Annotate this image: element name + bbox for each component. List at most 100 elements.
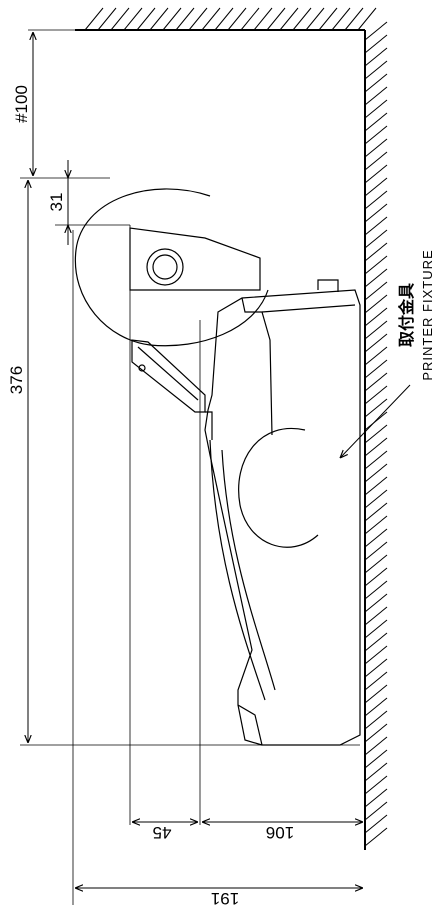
- hatch-line: [364, 125, 388, 145]
- hatch-line: [364, 138, 388, 158]
- hatch-line: [305, 7, 325, 31]
- hatch-line: [364, 86, 388, 106]
- hatch-line: [364, 203, 388, 223]
- hatch-line: [110, 7, 130, 31]
- hatch-line: [364, 177, 388, 197]
- paper-exit: [205, 411, 213, 440]
- chute-screw: [138, 364, 146, 372]
- hatch-line: [364, 554, 388, 574]
- hatch-line: [364, 437, 388, 457]
- hatch-line: [364, 515, 388, 535]
- hatch-line: [364, 398, 388, 418]
- fixture-leader: [340, 384, 411, 458]
- hatch-line: [364, 216, 388, 236]
- hatch-line: [253, 7, 273, 31]
- hatch-line: [364, 112, 388, 132]
- hatch-line: [364, 281, 388, 301]
- hatch-line: [149, 7, 169, 31]
- hatch-line: [344, 7, 364, 31]
- printer-housing: [204, 289, 361, 746]
- drum-curve-outer: [209, 439, 266, 701]
- hatch-line: [364, 814, 388, 834]
- hatch-line: [364, 151, 388, 171]
- drum-circle: [238, 427, 319, 548]
- top-knob: [317, 279, 339, 292]
- hatch-line: [364, 476, 388, 496]
- hatch-line: [364, 645, 388, 665]
- hatch-line: [364, 99, 388, 119]
- hatch-line: [364, 268, 388, 288]
- hatch-line: [364, 541, 388, 561]
- hatch-line: [364, 294, 388, 314]
- hatch-line: [364, 359, 388, 379]
- hatch-line: [364, 333, 388, 353]
- hatch-line: [364, 632, 388, 652]
- hatch-line: [201, 7, 221, 31]
- hatch-line: [364, 320, 388, 340]
- housing-front-line: [241, 297, 273, 436]
- dim-label-roll-offset: 31: [47, 193, 66, 212]
- hatch-line: [364, 749, 388, 769]
- hatch-line: [364, 619, 388, 639]
- hatch-line: [84, 7, 104, 31]
- hatch-line: [227, 7, 247, 31]
- hatch-line: [364, 73, 388, 93]
- hatch-line: [240, 7, 260, 31]
- hatch-line: [364, 606, 388, 626]
- hatch-line: [318, 7, 338, 31]
- hatch-line: [357, 7, 377, 31]
- hatch-line: [364, 21, 388, 41]
- hatch-line: [364, 528, 388, 548]
- hatch-line: [364, 580, 388, 600]
- hatch-line: [364, 385, 388, 405]
- hatch-line: [364, 450, 388, 470]
- printer-drawing: [74, 188, 361, 746]
- hatch-line: [364, 567, 388, 587]
- hatch-line: [364, 736, 388, 756]
- hatch-line: [364, 775, 388, 795]
- extension-lines: [20, 29, 360, 905]
- hatch-line: [188, 7, 208, 31]
- hatch-line: [97, 7, 117, 31]
- hatch-line: [175, 7, 195, 31]
- hatch-line: [266, 7, 286, 31]
- hatch-line: [364, 47, 388, 67]
- hatch-line: [364, 658, 388, 678]
- hatch-line: [123, 7, 143, 31]
- wall-hatch-top: [75, 7, 377, 31]
- hatch-line: [364, 424, 388, 444]
- hatch-line: [364, 502, 388, 522]
- spindle-outer: [146, 248, 184, 286]
- chute-line: [137, 346, 199, 401]
- hatch-line: [364, 229, 388, 249]
- hatch-line: [364, 255, 388, 275]
- hatch-line: [364, 164, 388, 184]
- fixture-label-jp: 取付金具: [397, 283, 416, 347]
- hatch-line: [364, 801, 388, 821]
- dim-label-top-clearance: #100: [12, 85, 31, 123]
- dim-label-printer-height: 376: [7, 366, 26, 394]
- hatch-line: [331, 7, 351, 31]
- roll-holder-bracket: [129, 227, 261, 291]
- dim-label-total-depth: 191: [211, 889, 239, 908]
- hatch-line: [364, 372, 388, 392]
- hatch-line: [364, 710, 388, 730]
- hatch-line: [214, 7, 234, 31]
- fixture-label-en: PRINTER FIXTURE: [420, 249, 435, 380]
- drum-curve-inner: [221, 449, 276, 691]
- dim-label-depth-front: 45: [153, 823, 172, 842]
- paper-roll: [74, 188, 269, 347]
- hatch-line: [364, 190, 388, 210]
- hatch-line: [292, 7, 312, 31]
- hatch-line: [279, 7, 299, 31]
- hatch-line: [162, 7, 182, 31]
- hatch-line: [364, 60, 388, 80]
- hatch-line: [364, 762, 388, 782]
- hatch-line: [364, 346, 388, 366]
- hatch-line: [364, 463, 388, 483]
- housing-top-line: [261, 304, 356, 313]
- hatch-line: [364, 827, 388, 847]
- hatch-line: [364, 723, 388, 743]
